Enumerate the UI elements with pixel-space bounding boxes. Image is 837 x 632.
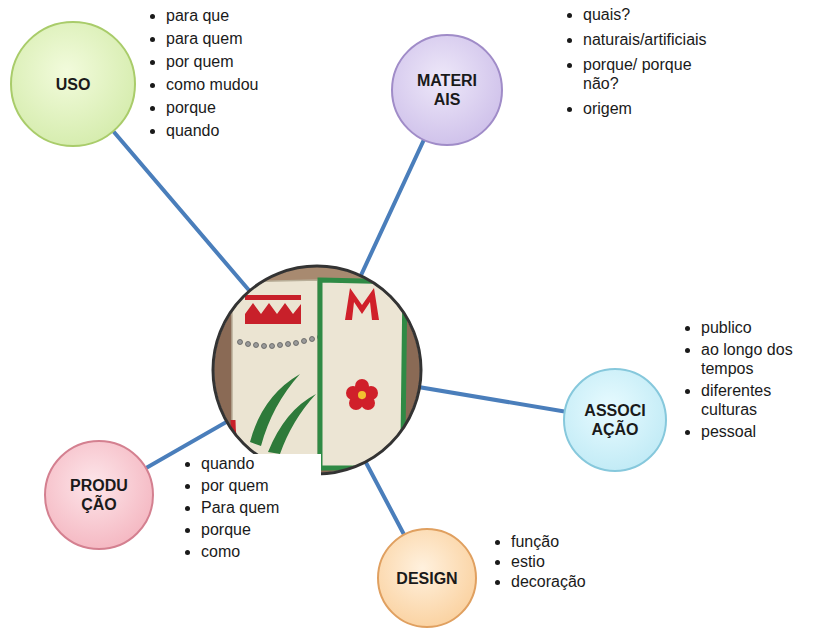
question-item: porque: [166, 98, 306, 117]
question-item: estio: [511, 552, 631, 571]
question-item: função: [511, 532, 631, 551]
topic-circle: PRODU ÇÃOquandopor quemPara quemporqueco…: [44, 440, 154, 550]
question-list: funçãoestiodecoração: [495, 532, 631, 592]
topic-circle: USOpara quepara quempor quemcomo mudoupo…: [10, 21, 136, 147]
topic-title: DESIGN: [396, 569, 457, 588]
question-item: para quem: [166, 29, 306, 48]
question-list: quando por quemPara quem porque como: [185, 454, 321, 564]
question-item: por quem: [166, 52, 306, 71]
question-item: como: [201, 542, 321, 561]
photo: [210, 262, 425, 477]
question-item: publico: [701, 318, 805, 337]
topic-circle: ASSOCI AÇÃOpublicoao longo dos temposdif…: [563, 368, 667, 472]
question-item: naturais/artificiais: [583, 30, 719, 49]
question-item: para que: [166, 6, 306, 25]
question-list: publico ao longo dos temposdiferentes cul…: [685, 318, 805, 444]
question-list: para que para quem por quem como mudou porqu…: [150, 6, 306, 144]
question-item: porque: [201, 520, 321, 539]
question-item: ao longo dos tempos: [701, 340, 805, 378]
topic-title: PRODU ÇÃO: [70, 476, 128, 514]
question-item: quais?: [583, 5, 719, 24]
question-item: origem: [583, 99, 719, 118]
question-item: como mudou: [166, 75, 306, 94]
question-item: por quem: [201, 476, 321, 495]
question-list: quais? naturais/artificiais porque/ porque…: [567, 5, 719, 124]
topic-title: USO: [56, 75, 91, 94]
question-item: decoração: [511, 572, 631, 591]
topic-circle: DESIGNfunçãoestiodecoração: [377, 528, 477, 628]
question-item: diferentes culturas: [701, 381, 805, 419]
topic-title: ASSOCI AÇÃO: [584, 401, 645, 439]
topic-title: MATERI AIS: [417, 71, 477, 109]
question-item: pessoal: [701, 422, 805, 441]
topic-circle: MATERI AISquais?naturais/artificiaisporq…: [391, 34, 503, 146]
question-item: quando: [201, 454, 321, 473]
question-item: Para quem: [201, 498, 321, 517]
spoke-lines: [73, 84, 615, 578]
question-item: quando: [166, 121, 306, 140]
photo-frame: [213, 266, 421, 474]
question-item: porque/ porque não?: [583, 55, 719, 93]
